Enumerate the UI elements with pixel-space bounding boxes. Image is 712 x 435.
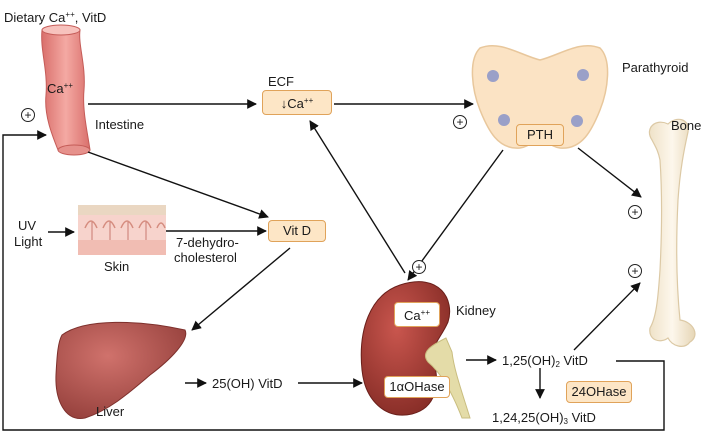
twentyfour-hydroxylase-box: 24OHase [566,381,632,403]
pth-box: PTH [516,124,564,146]
vitd-box: Vit D [268,220,326,242]
uv-label-1: UV [18,218,37,233]
arrows [2,99,665,431]
bone-label: Bone [671,118,702,133]
plus-sign-parathyroid: + [453,115,467,129]
arrow-kidney-to-ecf [309,120,406,274]
kidney-calcium-box: Ca++ [394,302,440,327]
arrow-calcitriol-feedback-loop [2,130,665,431]
parathyroid-icon [471,44,609,149]
plus-sign-kidney: + [412,260,426,274]
skin-icon [78,205,166,255]
intestine-ca-label: Ca++ [47,81,73,96]
skin-label: Skin [104,259,130,274]
arrow-vitd-to-liver [191,247,291,331]
liver-label: Liver [96,404,125,419]
one-alpha-hydroxylase-box: 1αOHase [384,376,450,398]
calcitroic-label: 1,24,25(OH)3 VitD [492,410,596,426]
plus-sign-intestine: + [21,108,35,122]
arrow-pth-to-kidney [407,149,504,281]
dietary-label: Dietary Ca++, VitD [4,10,107,25]
parathyroid-label: Parathyroid [622,60,689,75]
ecf-calcium-box: ↓Ca++ [262,90,332,115]
liver-icon [55,321,187,419]
kidney-label: Kidney [456,303,496,318]
plus-sign-bone-pth: + [628,205,642,219]
ecf-label: ECF [268,74,294,89]
dehydro-label-1: 7-dehydro- [176,235,239,250]
calcitriol-label: 1,25(OH)2 VitD [502,353,588,369]
uv-label-2: Light [14,234,43,249]
arrow-calcitriol-to-bone [573,282,641,351]
arrow-intestine-to-vitd [87,151,269,219]
arrow-pth-to-bone [577,147,642,198]
plus-sign-bone-vitd: + [628,264,642,278]
intestine-icon [41,24,91,156]
dehydro-label-2: cholesterol [174,250,237,265]
hydroxy25-label: 25(OH) VitD [212,376,283,391]
intestine-label: Intestine [95,117,145,132]
bone-icon [648,118,696,347]
